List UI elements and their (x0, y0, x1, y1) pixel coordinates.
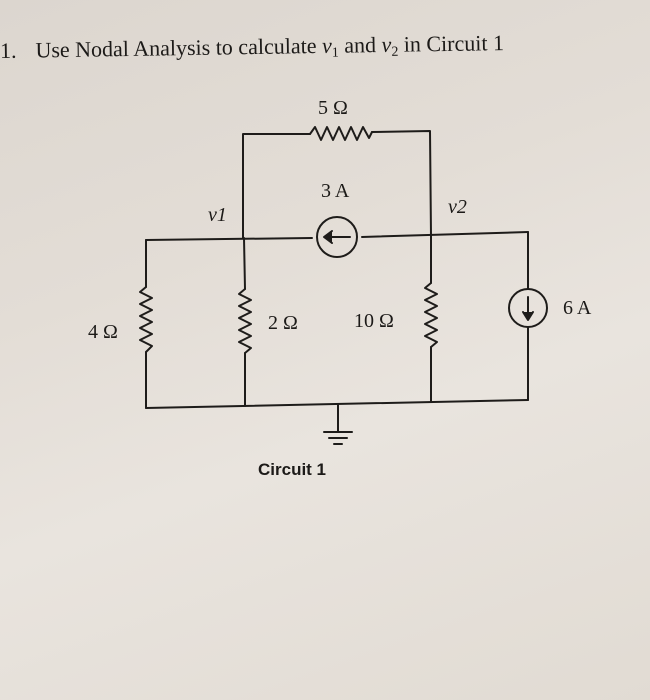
resistor-4-ohm (139, 286, 153, 353)
wire-2ohm-branch (243, 237, 246, 290)
label-node-v2: v2 (448, 196, 467, 218)
label-3a: 3 A (321, 180, 350, 202)
label-2-ohm: 2 Ω (268, 312, 298, 334)
ground-symbol (323, 403, 353, 445)
current-source-6a (508, 288, 548, 328)
top-branch-wires (242, 130, 432, 239)
resistor-5-ohm (309, 126, 373, 141)
label-5-ohm: 5 Ω (318, 97, 348, 119)
resistor-2-ohm (238, 288, 252, 354)
circuit-caption: Circuit 1 (258, 460, 327, 479)
label-6a: 6 A (563, 297, 592, 319)
label-node-v1: v1 (208, 204, 227, 226)
current-source-3a (316, 216, 358, 258)
label-10-ohm: 10 Ω (354, 310, 394, 332)
main-rail-wires (145, 231, 529, 241)
label-4-ohm: 4 Ω (88, 321, 118, 343)
resistor-10-ohm (424, 282, 438, 348)
